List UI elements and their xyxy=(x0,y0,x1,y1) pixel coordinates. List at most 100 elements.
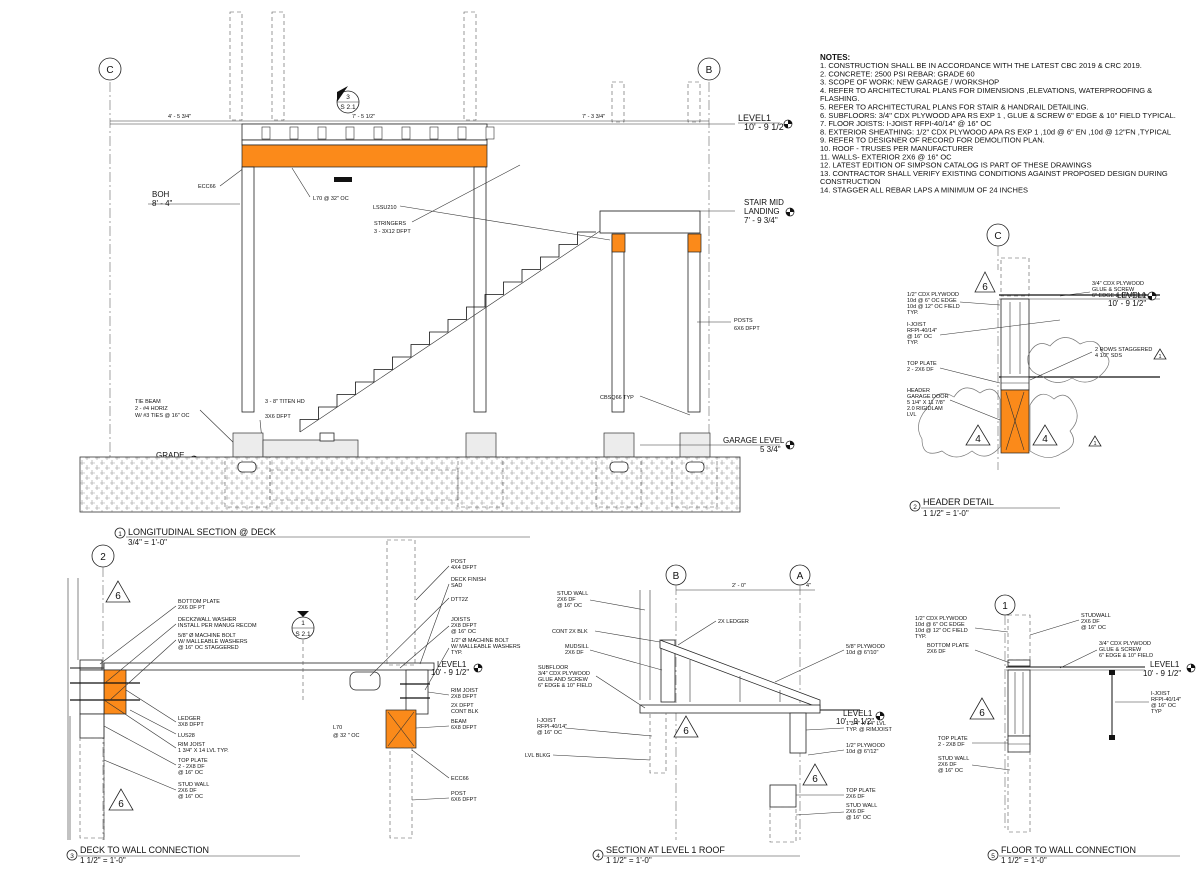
sw-label-d4-6: @ 16" OC xyxy=(846,815,871,821)
titen-label: 3 - 8" TITEN HD xyxy=(265,399,305,405)
lssu-label: LSSU210 xyxy=(373,205,397,211)
sw-label-d3-3: @ 16" OC xyxy=(178,794,203,800)
mb-label-6: TYP. xyxy=(451,650,463,656)
revision-delta-2[interactable]: 1 xyxy=(1088,435,1102,447)
lp-label-d5-2: 10d @ 6" OC EDGE xyxy=(915,622,965,628)
revision-cloud-right xyxy=(1029,393,1078,458)
sw-label-d5-2: 2X6 DF xyxy=(1081,619,1100,625)
post-6x6 xyxy=(389,747,413,839)
rim-joist-d5 xyxy=(1007,669,1031,737)
tag-6-d4-left[interactable]: 6 xyxy=(673,715,699,738)
svg-text:6: 6 xyxy=(982,282,988,293)
note-item: 8. EXTERIOR SHEATHING: 1/2" CDX PLYWOOD … xyxy=(820,127,1171,136)
note-item: 7. FLOOR JOISTS: I-JOIST RFPI-40/14" @ 1… xyxy=(820,119,992,128)
level1-name-d5: LEVEL1 xyxy=(1150,660,1180,669)
dw-label-2: INSTALL PER MANUG RECOM xyxy=(178,623,257,629)
notes-block: NOTES: 1. CONSTRUCTION SHALL BE IN ACCOR… xyxy=(820,53,1176,195)
ply-label-d4-2: 10d @ 6"/10" xyxy=(846,650,878,656)
note-item: 12. LATEST EDITION OF SIMPSON CATALOG IS… xyxy=(820,161,1092,170)
stringers-label-1: STRINGERS xyxy=(374,221,406,227)
svg-text:6: 6 xyxy=(118,799,124,810)
stud-wall-d4 xyxy=(769,806,797,843)
ledger-label-1: LEDGER xyxy=(178,716,201,722)
l70-label-2: @ 32 " OC xyxy=(333,733,360,739)
tp-label-2: 2 - 2X6 DF xyxy=(907,367,934,373)
dim-left: 4' - 5 3/4" xyxy=(168,114,191,120)
level1-elev-d5: 10' - 9 1/2" xyxy=(1143,669,1181,678)
ecc66-label: ECC66 xyxy=(198,184,216,190)
section-marker-3[interactable]: 3 S 2.1 xyxy=(336,86,360,114)
title-name-4[interactable]: SECTION AT LEVEL 1 ROOF xyxy=(606,845,725,855)
section-marker-1[interactable]: 1 S 2.1 xyxy=(291,611,315,700)
rows-label-1: 2 ROWS STAGGERED xyxy=(1095,347,1152,353)
tp-label-d3-2: 2 - 2X8 DF xyxy=(178,764,205,770)
revision-delta-1[interactable]: 1 xyxy=(1153,348,1167,360)
sw-label-d4-2: 2X6 DF xyxy=(557,597,576,603)
tp-label-1: TOP PLATE xyxy=(907,361,937,367)
top-plate-d3 xyxy=(79,713,105,739)
ply-label-d5-1: 3/4" CDX PLYWOOD xyxy=(1099,641,1151,647)
title-bubble-3 xyxy=(66,849,78,861)
rj-label-1: RIM JOIST xyxy=(178,742,206,748)
ij-label-4: TYP. xyxy=(907,340,919,346)
revision-cloud-top xyxy=(1027,337,1110,383)
title-name-2[interactable]: HEADER DETAIL xyxy=(923,497,994,507)
sw-label-d4-4: STUD WALL xyxy=(846,803,877,809)
title-name-1[interactable]: LONGITUDINAL SECTION @ DECK xyxy=(128,527,276,537)
title-scale-1: 3/4" = 1'-0" xyxy=(128,538,167,547)
note-item: 11. WALLS- EXTERIOR 2X6 @ 16" OC xyxy=(820,152,952,161)
lp-label-d5-1: 1/2" CDX PLYWOOD xyxy=(915,616,967,622)
dtt-label: DTT2Z xyxy=(451,597,469,603)
footing-3 xyxy=(595,456,642,508)
baluster xyxy=(485,126,495,140)
ply-label-d4-3: 1/2" PLYWOOD xyxy=(846,743,885,749)
ij-label-1: I-JOIST xyxy=(907,322,927,328)
baluster xyxy=(261,126,271,140)
ground-earth xyxy=(79,456,741,513)
column-above-3 xyxy=(463,11,477,121)
svg-text:6: 6 xyxy=(812,774,818,785)
tag-6-d3-bottom[interactable]: 6 xyxy=(108,788,134,811)
baluster xyxy=(317,126,327,140)
sw-label-d5-4: STUD WALL xyxy=(938,756,969,762)
sw-label-d5-3: @ 16" OC xyxy=(1081,625,1106,631)
tag-6-d5[interactable]: 6 xyxy=(969,697,995,720)
stud-wall-above xyxy=(1007,614,1031,661)
title-scale-2: 1 1/2" = 1'-0" xyxy=(923,509,969,518)
title-name-3[interactable]: DECK TO WALL CONNECTION xyxy=(80,845,209,855)
hd-label-2: GARAGE DOOR xyxy=(907,394,949,400)
mb-label-1: 5/8" Ø MACHINE BOLT xyxy=(178,633,236,639)
baluster xyxy=(345,126,355,140)
ij-label-2: RFPI-40/14" xyxy=(907,328,937,334)
rj-label-4: 2X8 DFPT xyxy=(451,694,477,700)
note-item: 9. REFER TO DESIGNER OF RECORD FOR DEMOL… xyxy=(820,136,1045,145)
tag-4-right[interactable]: 4 xyxy=(1032,424,1058,446)
level1-name-d3: LEVEL1 xyxy=(437,660,467,669)
dim-4in: 4" xyxy=(806,583,811,589)
title-name-5[interactable]: FLOOR TO WALL CONNECTION xyxy=(1001,845,1136,855)
tag-4-left[interactable]: 4 xyxy=(965,424,991,446)
ij-label-d4-2: RFPI-40/14" xyxy=(537,724,567,730)
rj-label-3: RIM JOIST xyxy=(451,688,479,694)
bp-label-d5-2: 2X6 DF xyxy=(927,649,946,655)
notes-title: NOTES: xyxy=(820,53,850,62)
lus-label: LUS28 xyxy=(178,733,195,739)
mb-label-4: 1/2" Ø MACHINE BOLT xyxy=(451,638,509,644)
tag-6-d4-right[interactable]: 6 xyxy=(802,763,828,786)
level1-name-d4: LEVEL1 xyxy=(843,709,873,718)
post-4x4 xyxy=(386,539,416,666)
ledger-label-2: 3X8 DFPT xyxy=(178,722,204,728)
stair-mid-elev: 7' - 9 3/4" xyxy=(744,216,778,225)
level1-elev-d2: 10' - 9 1/2" xyxy=(1108,299,1146,308)
boh-elev: 8' - 4" xyxy=(152,199,173,208)
ply-label-2: GLUE & SCREW xyxy=(1092,287,1135,293)
lvl-label-2: TYP. @ RIMJOIST xyxy=(846,727,892,733)
note-item: 1. CONSTRUCTION SHALL BE IN ACCORDANCE W… xyxy=(820,61,1142,70)
rim-joist-right xyxy=(405,669,429,715)
tag-6-d3-top[interactable]: 6 xyxy=(105,580,131,603)
title-bubble-4 xyxy=(592,849,604,861)
tag-6-header[interactable]: 6 xyxy=(974,271,996,293)
deck-boards xyxy=(103,662,435,671)
blkg-label: LVL BLKG xyxy=(525,753,550,759)
